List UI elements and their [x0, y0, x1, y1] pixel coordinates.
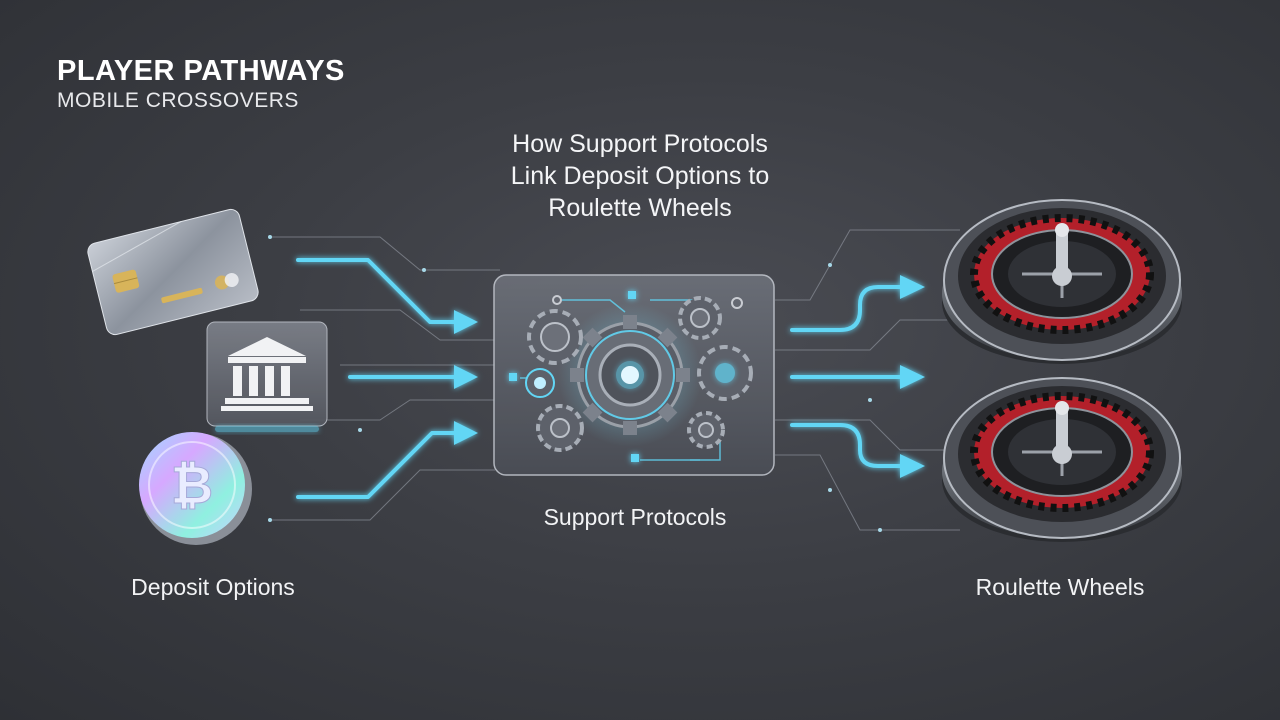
- input-arrows: [296, 258, 460, 499]
- support-protocols-hub: [493, 274, 775, 476]
- roulette-wheel-icon: [942, 199, 1182, 364]
- brand-title: PLAYER PATHWAYS: [57, 55, 345, 87]
- deposit-options-caption: Deposit Options: [131, 574, 295, 600]
- svg-text:₿: ₿: [171, 456, 213, 516]
- headline-line-3: Roulette Wheels: [548, 194, 732, 222]
- brand-subtitle: MOBILE CROSSOVERS: [57, 89, 299, 112]
- right-trace-dots: [828, 263, 882, 532]
- brand-block: PLAYER PATHWAYS MOBILE CROSSOVERS: [57, 54, 345, 114]
- output-arrowheads: [900, 275, 925, 478]
- roulette-wheels-caption: Roulette Wheels: [975, 574, 1145, 600]
- bank-icon: [206, 321, 328, 432]
- roulette-wheel-icon: [942, 377, 1182, 542]
- bitcoin-coin-icon: ₿: [139, 432, 252, 545]
- output-arrows: [790, 285, 907, 468]
- headline-line-1: How Support Protocols: [512, 130, 768, 158]
- support-protocols-caption: Support Protocols: [543, 504, 727, 530]
- input-arrowheads: [454, 310, 478, 445]
- right-circuit-traces: [775, 229, 960, 531]
- diagram-headline: How Support Protocols Link Deposit Optio…: [440, 128, 840, 224]
- left-trace-dots: [268, 235, 426, 522]
- headline-line-2: Link Deposit Options to: [510, 162, 770, 190]
- credit-card-icon: [87, 208, 259, 336]
- gears-icon: [525, 296, 753, 452]
- left-circuit-traces: [270, 236, 500, 521]
